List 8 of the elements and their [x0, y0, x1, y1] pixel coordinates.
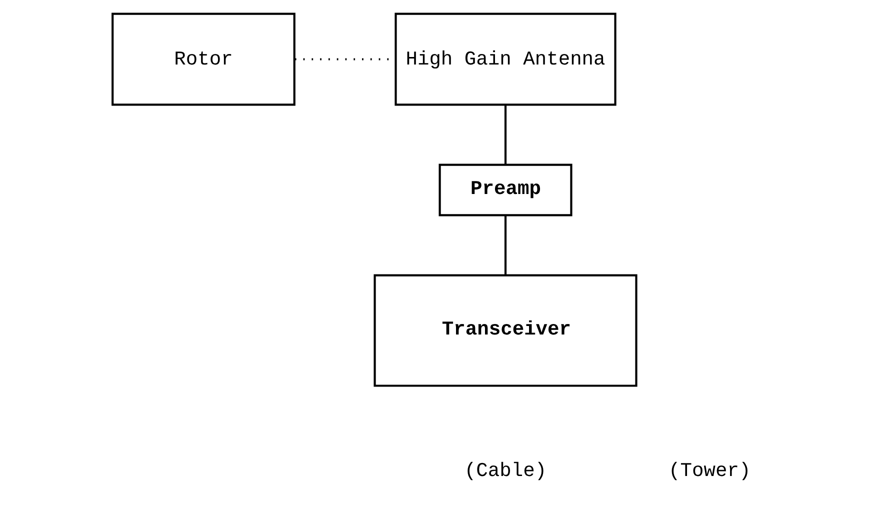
- connector: [504, 215, 507, 276]
- node-box: Rotor: [112, 12, 296, 106]
- connector: [504, 105, 507, 165]
- node-box: High Gain Antenna: [394, 12, 616, 106]
- node-box: Preamp: [438, 164, 572, 216]
- label: (Cable): [464, 460, 547, 482]
- label: (Tower): [668, 460, 751, 482]
- node-box: Transceiver: [374, 274, 638, 387]
